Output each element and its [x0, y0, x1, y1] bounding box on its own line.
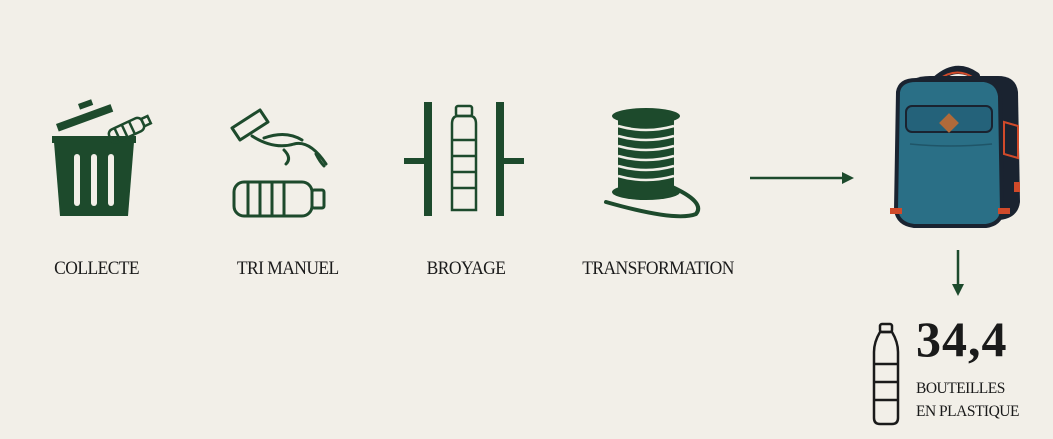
step-label-transformation: TRANSFORMATION	[566, 258, 750, 282]
plastic-bottle-icon	[866, 322, 906, 426]
thread-spool-icon	[596, 106, 716, 226]
hand-sorting-bottle-icon	[224, 104, 344, 224]
step-label-broyage: BROYAGE	[420, 258, 512, 282]
stat-label-line1: BOUTEILLES	[916, 381, 1005, 397]
stat-value: 34,4	[916, 314, 1008, 364]
bottle-crusher-icon	[400, 100, 530, 220]
arrow-right-icon	[748, 170, 858, 186]
backpack-product-image	[880, 62, 1030, 232]
stat-label-line2: EN PLASTIQUE	[916, 404, 1019, 420]
step-label-tri-manuel: TRI MANUEL	[228, 258, 348, 282]
trash-bin-with-bottle-icon	[48, 94, 158, 224]
step-label-collecte: COLLECTE	[46, 258, 147, 282]
arrow-down-icon	[950, 248, 966, 300]
